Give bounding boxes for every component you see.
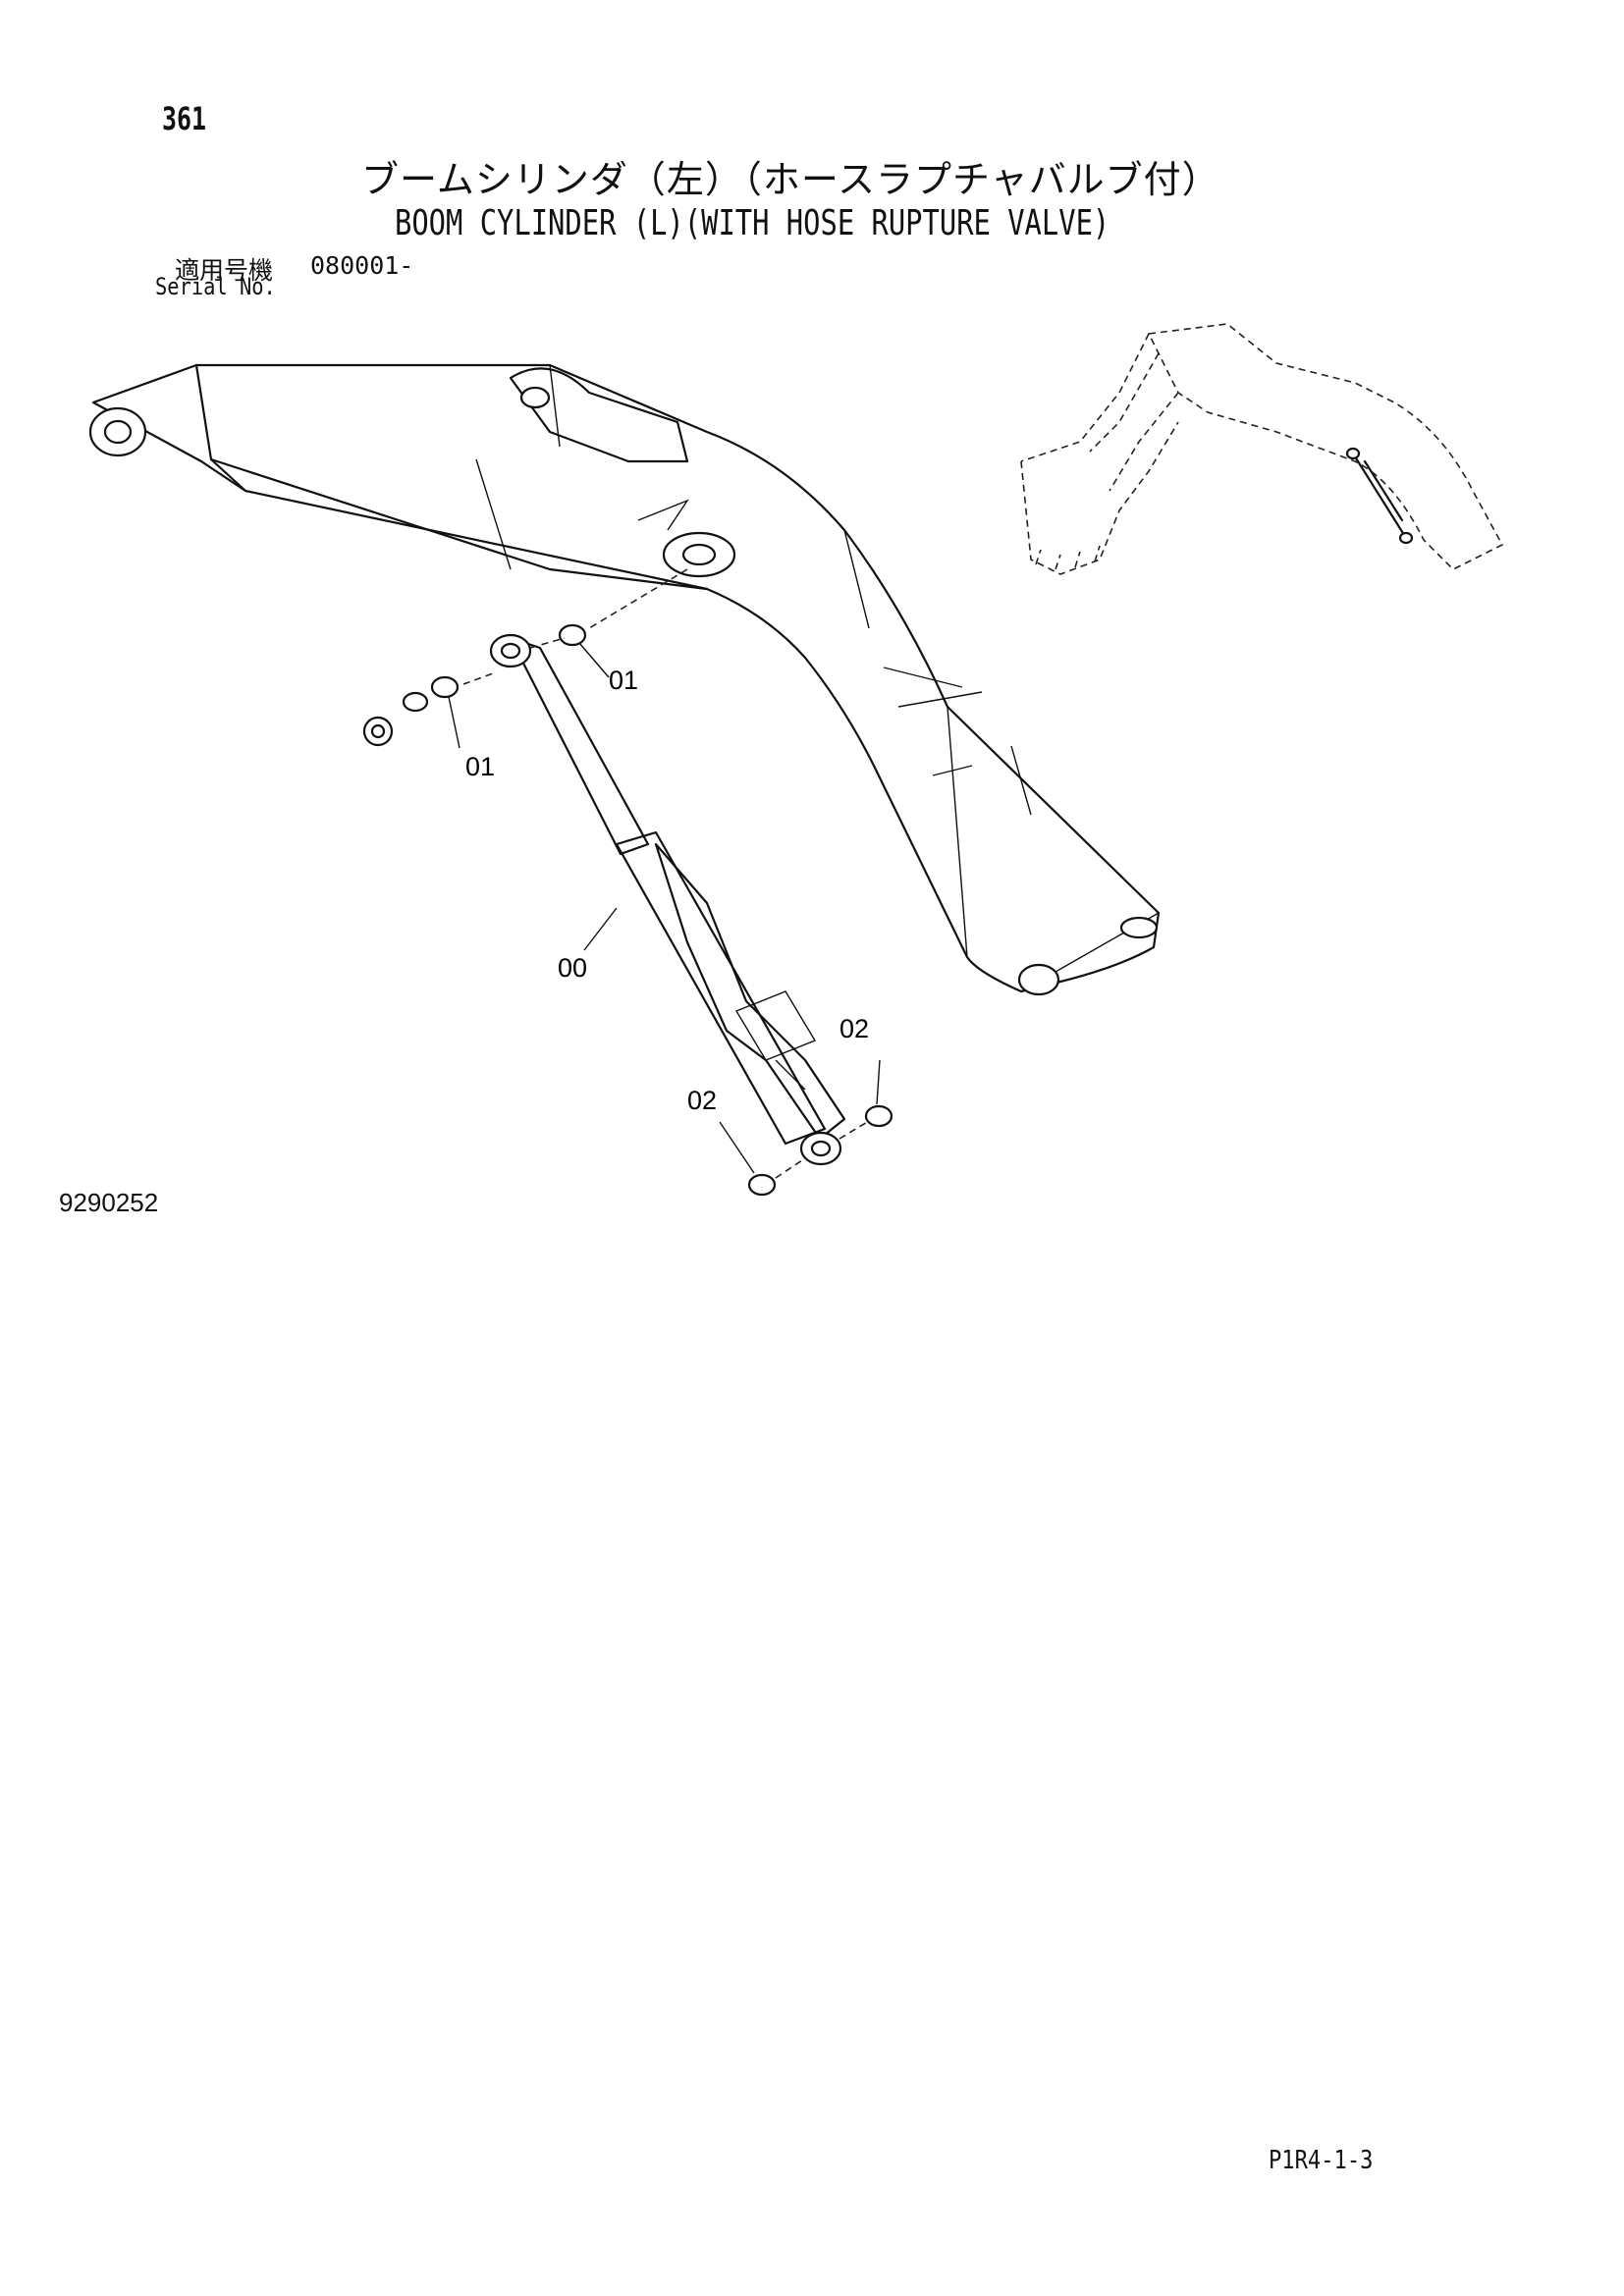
page-number: 361 [162, 100, 207, 137]
figure-number: 9290252 [59, 1188, 159, 1217]
boom-arm-drawing [88, 363, 1161, 996]
page-code: P1R4-1-3 [1269, 2146, 1374, 2175]
bushing-parts-drawing [362, 568, 893, 1197]
inset-overview-drawing [1020, 323, 1504, 575]
callout-label: 02 [839, 1014, 869, 1043]
serial-label-japanese: 適用号機 [175, 256, 274, 285]
serial-value: 080001- [310, 251, 414, 280]
serial-label-english: Serial No. [155, 273, 276, 300]
callout-label: 01 [609, 666, 638, 695]
callout-label: 01 [465, 752, 495, 781]
page-title-japanese: ブームシリンダ（左）（ホースラプチャバルブ付） [361, 158, 1220, 201]
page-title-english: BOOM CYLINDER (L)(WITH HOSE RUPTURE VALV… [395, 203, 1110, 243]
callout-label: 02 [687, 1086, 717, 1115]
callout-label: 00 [558, 953, 587, 983]
boom-cylinder-drawing [489, 633, 846, 1166]
leader-lines [448, 642, 881, 1174]
